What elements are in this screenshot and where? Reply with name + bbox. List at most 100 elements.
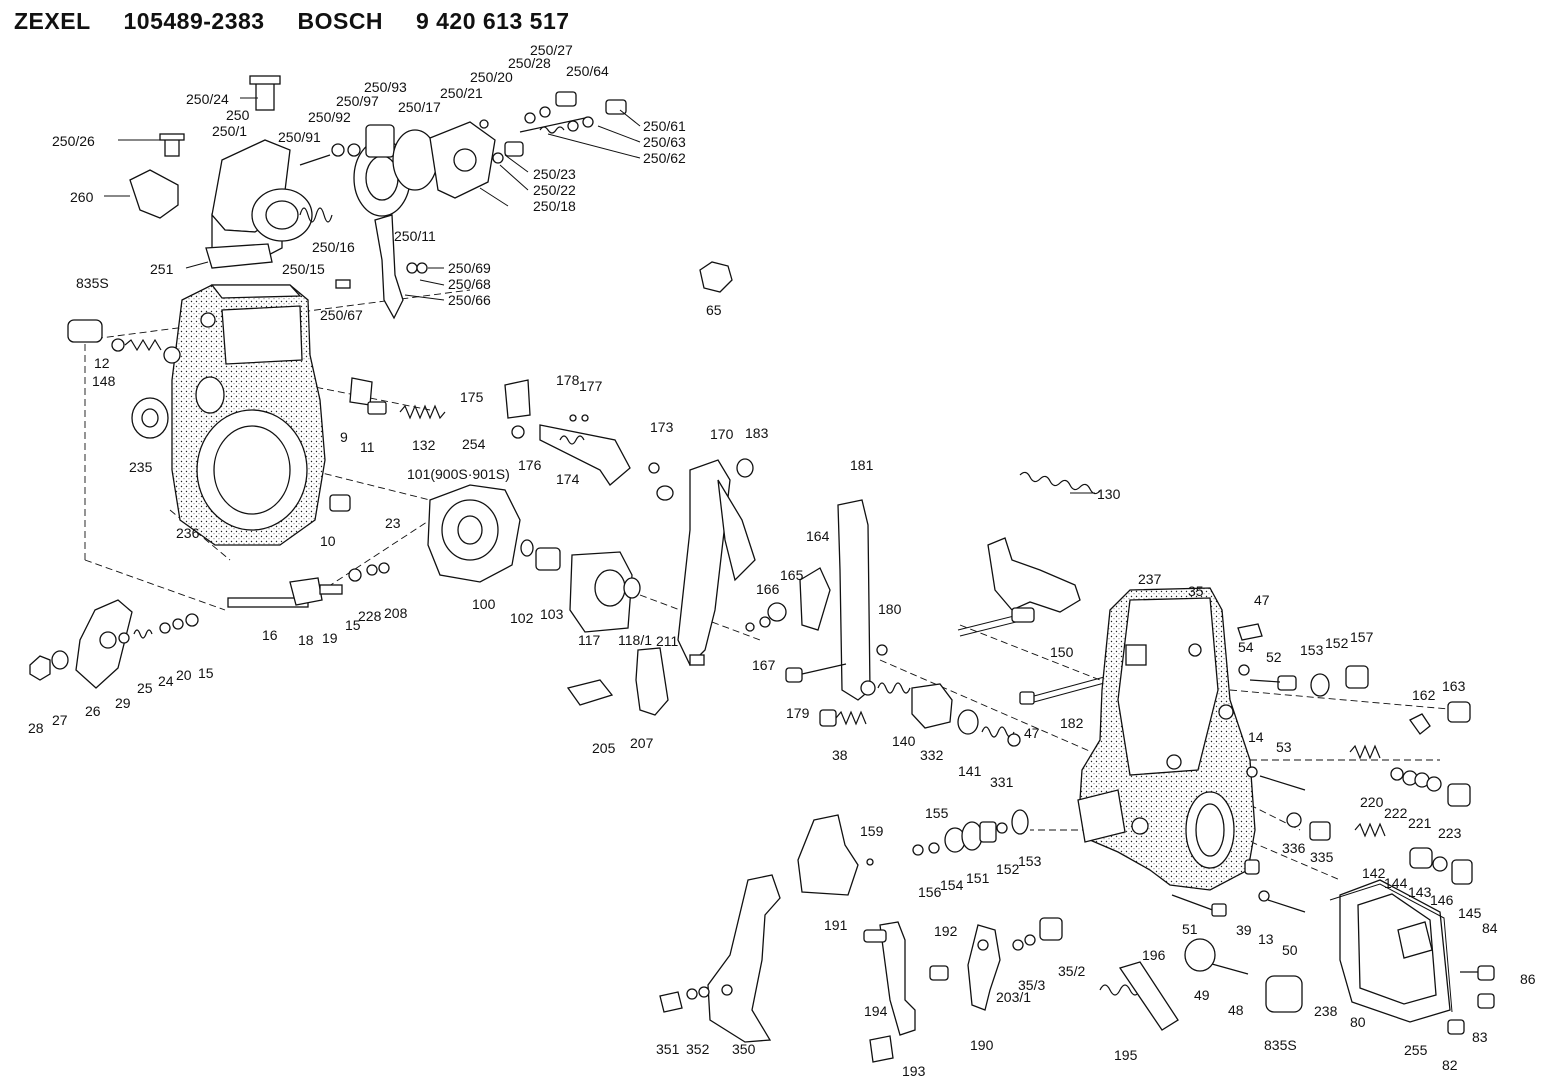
- label-331: 331: [990, 774, 1014, 790]
- label-49: 49: [1194, 987, 1210, 1003]
- label-35-2: 35/2: [1058, 963, 1085, 979]
- label-9: 9: [340, 429, 348, 445]
- label-335: 335: [1310, 849, 1334, 865]
- label-51: 51: [1182, 921, 1198, 937]
- label-14: 14: [1248, 729, 1264, 745]
- label-18: 18: [298, 632, 314, 648]
- label-leaders: [104, 97, 1095, 494]
- label-176: 176: [518, 457, 542, 473]
- label-13: 13: [1258, 931, 1274, 947]
- governor-housing: [1077, 587, 1473, 917]
- label-144: 144: [1384, 875, 1408, 891]
- label-250-11: 250/11: [394, 228, 436, 244]
- label-352: 352: [686, 1041, 710, 1057]
- label-173: 173: [650, 419, 674, 435]
- label-47a: 47: [1254, 592, 1270, 608]
- label-211: 211: [656, 633, 679, 649]
- label-167: 167: [752, 657, 776, 673]
- label-153b: 153: [1018, 853, 1042, 869]
- label-15b: 15: [198, 665, 214, 681]
- label-25: 25: [137, 680, 153, 696]
- label-250-91: 250/91: [278, 129, 321, 145]
- label-39: 39: [1236, 922, 1252, 938]
- label-162: 162: [1412, 687, 1436, 703]
- label-254: 254: [462, 436, 486, 452]
- label-250-22: 250/22: [533, 182, 576, 198]
- label-250-16: 250/16: [312, 239, 355, 255]
- label-178: 178: [556, 372, 580, 388]
- label-152b: 152: [996, 861, 1020, 877]
- label-207: 207: [630, 735, 654, 751]
- label-130: 130: [1097, 486, 1121, 502]
- label-221: 221: [1408, 815, 1432, 831]
- label-250-93: 250/93: [364, 79, 407, 95]
- label-23: 23: [385, 515, 401, 531]
- label-250-97: 250/97: [336, 93, 379, 109]
- label-150: 150: [1050, 644, 1074, 660]
- label-12: 12: [94, 355, 110, 371]
- label-203-1: 203/1: [996, 989, 1031, 1005]
- label-181: 181: [850, 457, 874, 473]
- label-250: 250: [226, 107, 250, 123]
- label-53: 53: [1276, 739, 1292, 755]
- label-250-26: 250/26: [52, 133, 95, 149]
- document-header: ZEXEL 105489-2383 BOSCH 9 420 613 517: [14, 8, 596, 38]
- adjuster-group: [819, 675, 1109, 747]
- label-10: 10: [320, 533, 336, 549]
- label-38: 38: [832, 747, 848, 763]
- label-170: 170: [710, 426, 734, 442]
- label-86: 86: [1520, 971, 1536, 987]
- label-228: 228: [358, 608, 382, 624]
- label-175: 175: [460, 389, 484, 405]
- label-196: 196: [1142, 947, 1166, 963]
- label-236: 236: [176, 525, 200, 541]
- label-351: 351: [656, 1041, 680, 1057]
- label-35-3: 35/3: [1018, 977, 1045, 993]
- label-27: 27: [52, 712, 68, 728]
- label-250-63: 250/63: [643, 134, 686, 150]
- label-250-62: 250/62: [643, 150, 686, 166]
- label-153a: 153: [1300, 642, 1324, 658]
- label-222: 222: [1384, 805, 1408, 821]
- brand-bosch: BOSCH: [297, 8, 384, 34]
- label-250-17: 250/17: [398, 99, 441, 115]
- label-142: 142: [1362, 865, 1386, 881]
- label-80: 80: [1350, 1014, 1366, 1030]
- brand-zexel: ZEXEL: [14, 8, 91, 34]
- part-labels: 250/27 250/28 250/64 250/20 250/21 250/9…: [28, 42, 1536, 1079]
- label-100: 100: [472, 596, 496, 612]
- label-174: 174: [556, 471, 580, 487]
- label-250-20: 250/20: [470, 69, 513, 85]
- label-180: 180: [878, 601, 902, 617]
- label-65: 65: [706, 302, 722, 318]
- label-238: 238: [1314, 1003, 1338, 1019]
- label-155: 155: [925, 805, 949, 821]
- label-251: 251: [150, 261, 174, 277]
- label-48: 48: [1228, 1002, 1244, 1018]
- label-163: 163: [1442, 678, 1466, 694]
- zexel-part-number: 105489-2383: [123, 8, 265, 34]
- label-146: 146: [1430, 892, 1454, 908]
- label-83: 83: [1472, 1029, 1488, 1045]
- timer-group: [29, 484, 641, 689]
- label-24: 24: [158, 673, 174, 689]
- label-101: 101(900S·901S): [407, 466, 510, 482]
- label-250-69: 250/69: [448, 260, 491, 276]
- label-148: 148: [92, 373, 116, 389]
- label-16: 16: [262, 627, 278, 643]
- label-26: 26: [85, 703, 101, 719]
- label-835s-bottom: 835S: [1264, 1037, 1297, 1053]
- label-835s-top: 835S: [76, 275, 109, 291]
- label-250-64: 250/64: [566, 63, 609, 79]
- label-250-15: 250/15: [282, 261, 325, 277]
- label-177: 177: [579, 378, 603, 394]
- label-50: 50: [1282, 942, 1298, 958]
- label-260: 260: [70, 189, 94, 205]
- lower-linkage-group: [863, 917, 1303, 1063]
- control-lever-group: [349, 377, 888, 716]
- label-151: 151: [966, 870, 990, 886]
- label-154: 154: [940, 877, 964, 893]
- label-166: 166: [756, 581, 780, 597]
- label-332: 332: [920, 747, 944, 763]
